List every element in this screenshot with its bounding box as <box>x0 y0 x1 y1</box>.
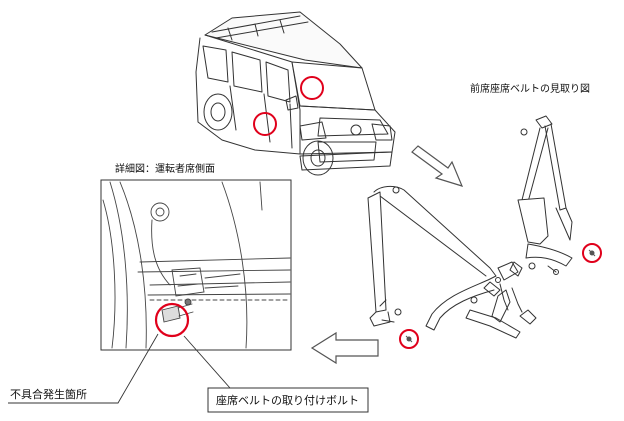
detail-interior-lines <box>102 181 291 349</box>
bolt-label-leader <box>183 335 231 389</box>
detail-bolt-highlight-circle <box>154 302 190 338</box>
block-arrow-icon <box>411 145 464 187</box>
belt-bolt-icon <box>405 335 413 343</box>
seatbelt-assembly <box>367 115 573 339</box>
defect-location-label: 不具合発生箇所 <box>10 387 87 401</box>
defect-location-leader <box>8 333 159 404</box>
belt-bolt-icon <box>588 249 596 257</box>
detail-view-label: 詳細図：運転者席側面 <box>115 162 215 175</box>
front-seatbelt-view-label: 前席座席ベルトの見取り図 <box>470 82 590 95</box>
detail-view-frame <box>100 179 292 351</box>
belt-bolt-highlight-circle <box>582 243 602 263</box>
belt-bolt-highlight-circle <box>399 329 419 349</box>
bolt-label-box <box>207 387 369 413</box>
van-highlight-circle <box>253 112 277 136</box>
bolt-label-text: 座席ベルトの取り付けボルト <box>216 393 359 407</box>
van-illustration <box>195 11 396 176</box>
block-arrow-icon <box>310 331 379 365</box>
van-highlight-circle <box>300 76 324 100</box>
